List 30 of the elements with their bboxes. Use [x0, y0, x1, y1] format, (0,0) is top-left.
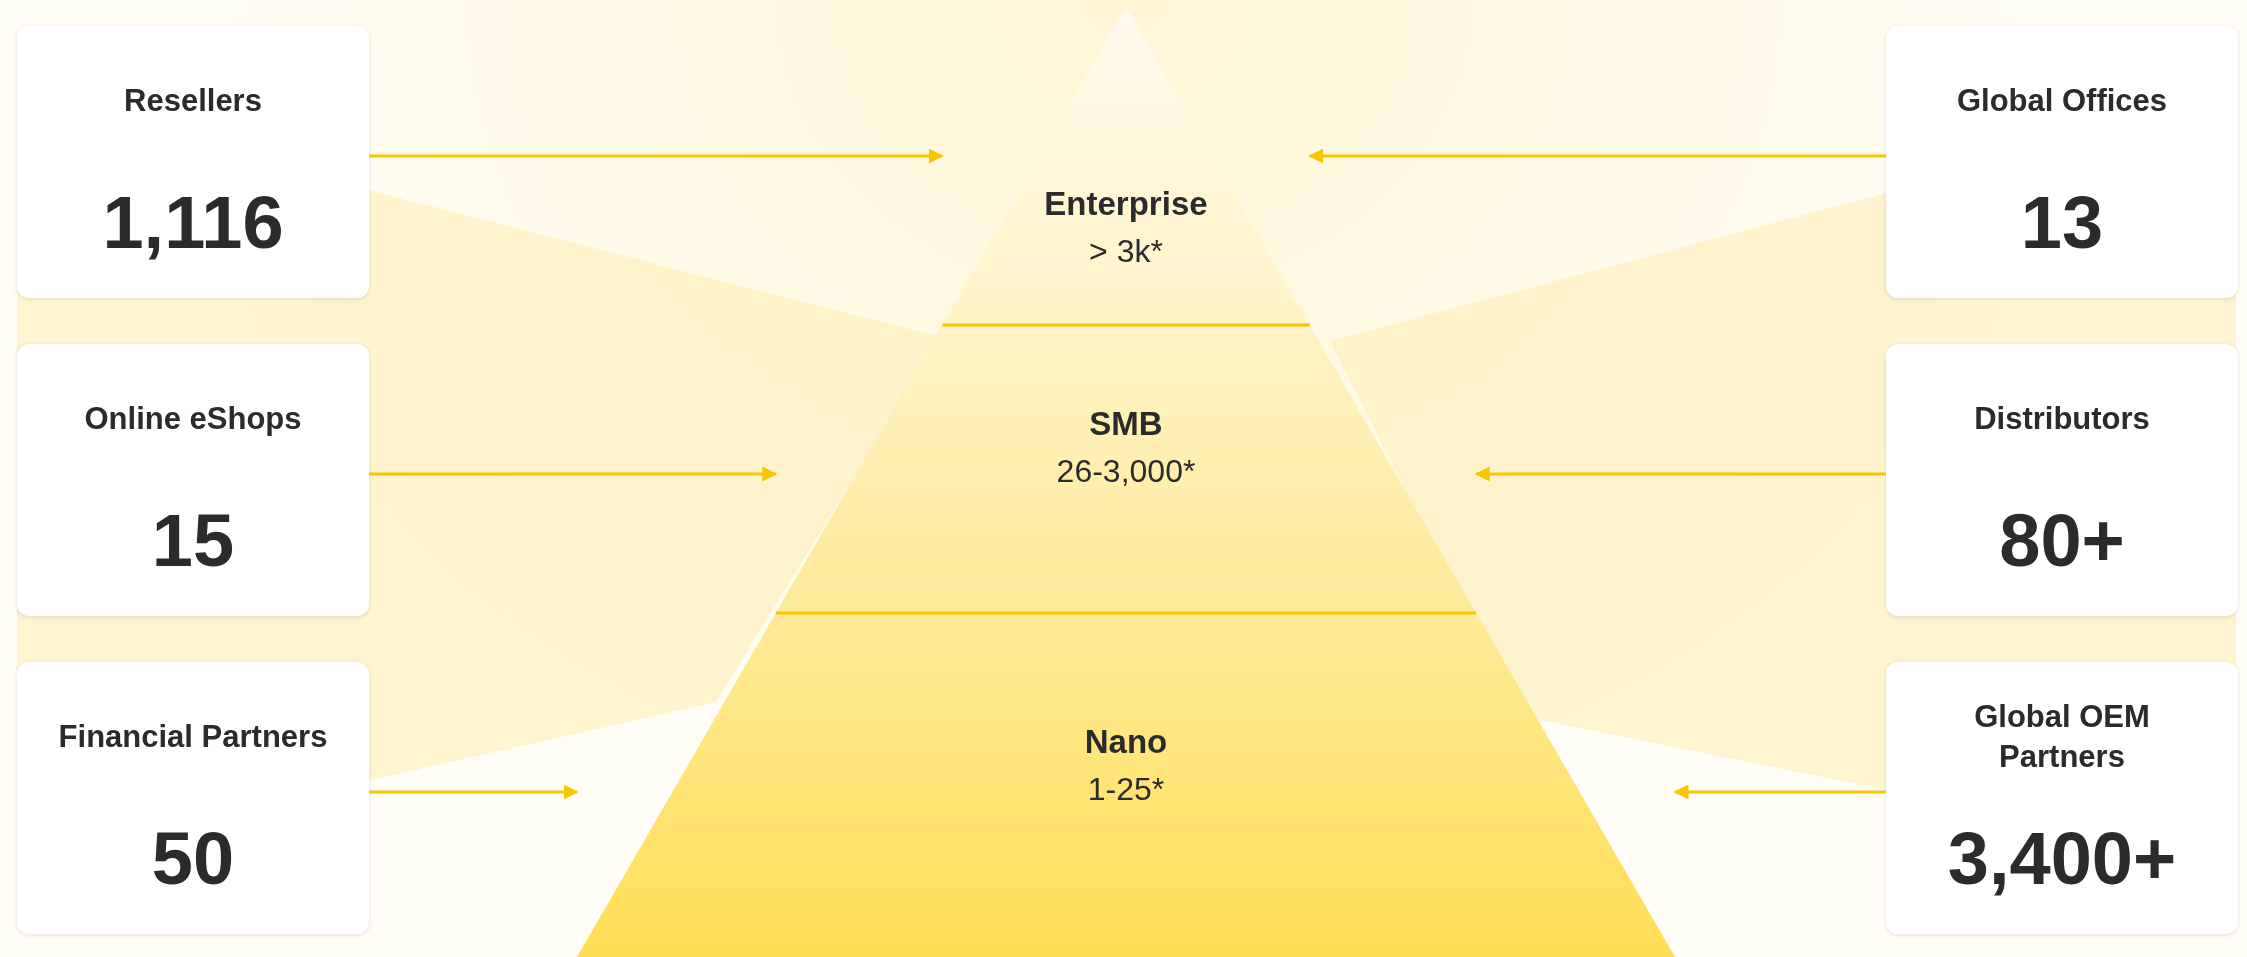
stat-card	[17, 344, 369, 616]
stat-value: 50	[151, 815, 235, 901]
card-title: Global Offices	[1956, 81, 2168, 120]
stat-value: 1,116	[102, 179, 284, 265]
stat-value: 13	[2020, 179, 2104, 265]
tier-value: > 3k*	[1089, 233, 1163, 270]
arrow	[369, 466, 778, 482]
arrow	[1673, 784, 1886, 800]
stat-card	[1886, 344, 2238, 616]
stat-card	[17, 662, 369, 934]
tier-title: Enterprise	[1044, 185, 1208, 223]
stat-value: 15	[151, 497, 235, 583]
stat-value: 80+	[1999, 497, 2125, 583]
card-title: Online eShops	[84, 399, 302, 438]
card-title: Global OEM Partners	[1973, 697, 2151, 776]
tier-value: 1-25*	[1087, 771, 1165, 808]
card-title: Distributors	[1974, 399, 2150, 438]
arrow	[369, 148, 944, 164]
tier-title: SMB	[1089, 405, 1163, 443]
tier-title: Nano	[1084, 723, 1168, 761]
stat-card	[1886, 662, 2238, 934]
card-title: Resellers	[124, 81, 262, 120]
stat-value: 3,400+	[1947, 815, 2177, 901]
card-title: Financial Partners	[58, 717, 328, 756]
arrow	[1474, 466, 1886, 482]
stat-card	[1886, 26, 2238, 298]
arrow	[1308, 148, 1886, 164]
tier-value: 26-3,000*	[1056, 453, 1196, 490]
stat-card	[17, 26, 369, 298]
arrow	[369, 784, 579, 800]
